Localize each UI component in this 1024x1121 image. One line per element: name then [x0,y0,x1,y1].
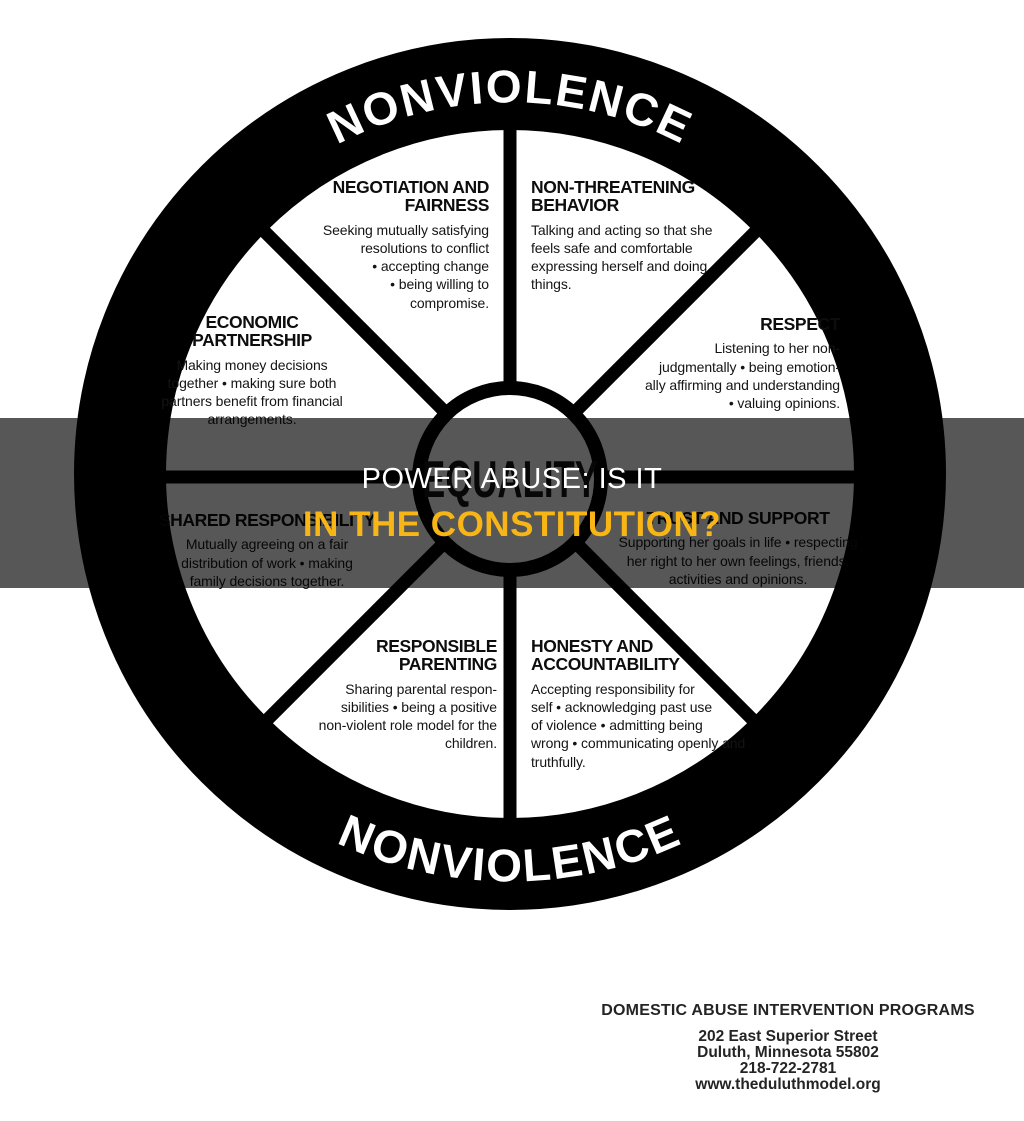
contact-info: DOMESTIC ABUSE INTERVENTION PROGRAMS 202… [570,1002,1006,1093]
segment-title: RESPONSIBLE PARENTING [375,636,497,675]
segment-title: NEGOTIATION AND FAIRNESS [332,177,490,216]
segment-title: NON-THREATENING BEHAVIOR [531,177,695,216]
organization-name: DOMESTIC ABUSE INTERVENTION PROGRAMS [601,1002,975,1019]
phone-number: 218-722-2781 [739,1060,837,1077]
segment-honesty-and-accountability: HONESTY AND ACCOUNTABILITY Accepting res… [531,637,756,771]
segment-economic-partnership: ECONOMIC PARTNERSHIP Making money decisi… [128,313,376,429]
segment-title: RESPECT [760,314,840,334]
address-city: Duluth, Minnesota 55802 [697,1044,879,1061]
segment-negotiation-and-fairness: NEGOTIATION AND FAIRNESS Seeking mutuall… [277,177,490,312]
website-url: www.theduluthmodel.org [695,1076,881,1093]
segment-body: Accepting responsibility for self • ackn… [531,680,746,770]
address-street: 202 East Superior Street [698,1028,878,1045]
segment-non-threatening-behavior: NON-THREATENING BEHAVIOR Talking and act… [531,178,751,294]
segment-responsible-parenting: RESPONSIBLE PARENTING Sharing parental r… [283,636,498,753]
segment-respect: RESPECT Listening to her non- judgmental… [628,315,840,412]
banner-title-line2: IN THE CONSTITUTION? [302,504,722,544]
segment-body: Talking and acting so that she feels saf… [531,221,713,293]
banner-title-line1: POWER ABUSE: IS IT [361,462,663,495]
segment-body: Listening to her non- judgmentally • bei… [644,340,840,411]
segment-body: Seeking mutually satisfying resolutions … [322,221,489,311]
segment-title: ECONOMIC PARTNERSHIP [192,312,312,351]
segment-title: HONESTY AND ACCOUNTABILITY [531,636,680,675]
title-banner: POWER ABUSE: IS IT IN THE CONSTITUTION? [0,418,1024,588]
segment-body: Sharing parental respon- sibilities • be… [318,680,497,752]
